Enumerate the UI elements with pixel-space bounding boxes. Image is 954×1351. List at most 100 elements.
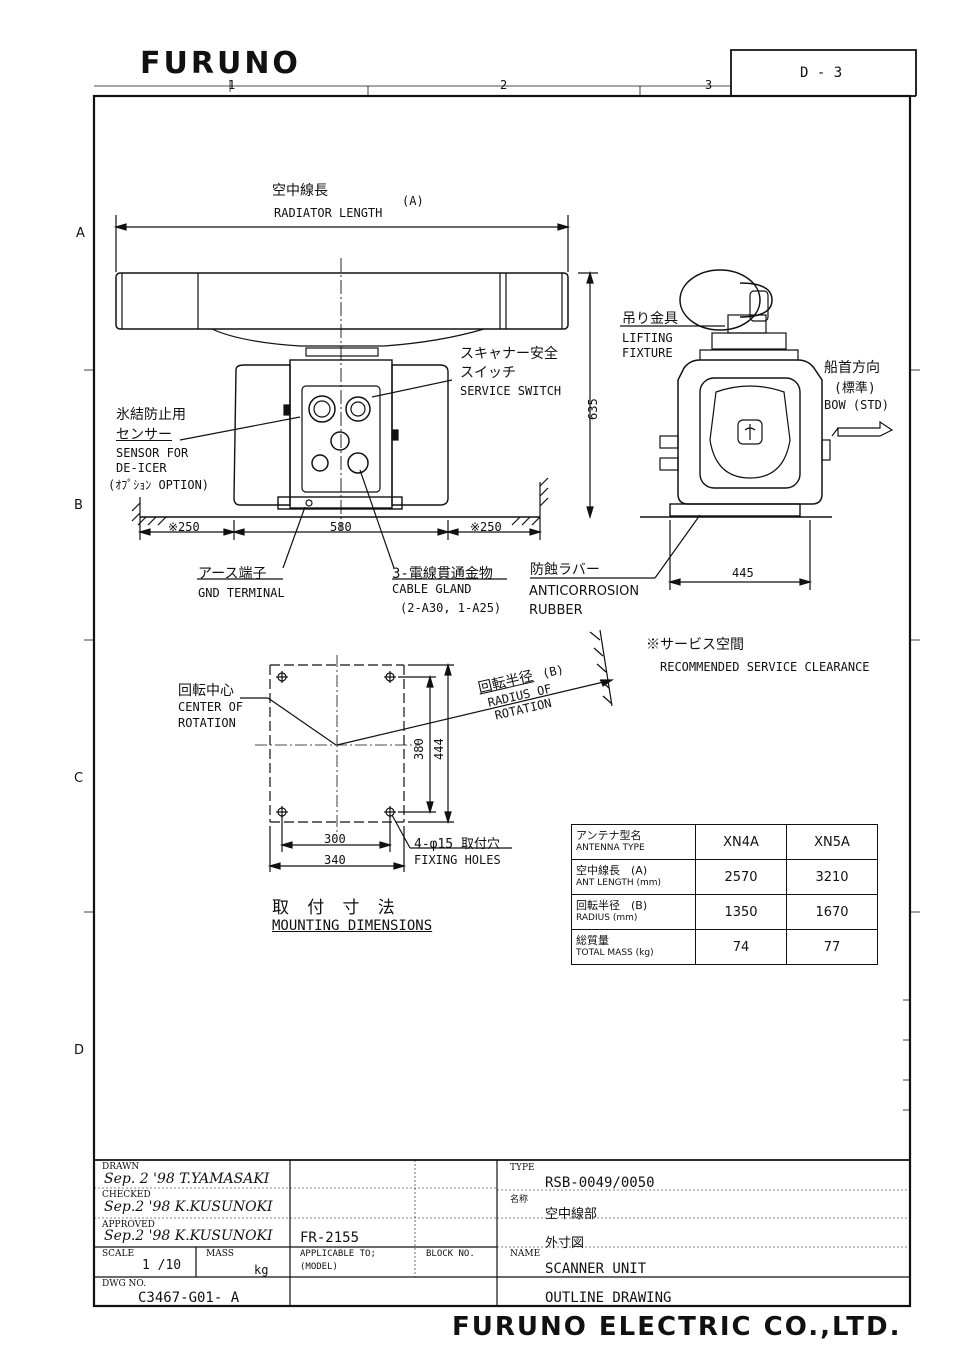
table-cell: 1670 <box>786 894 878 930</box>
type-label: TYPE <box>510 1163 535 1173</box>
row-unit: (kg) <box>635 948 654 958</box>
type-value: RSB-0049/0050 <box>545 1175 655 1191</box>
row-label: 空中線長 (A) ANT LENGTH (mm) <box>571 859 696 895</box>
lifting-fixture-jp: 吊り金具 <box>622 311 678 327</box>
dim-380: 380 <box>412 738 426 760</box>
applicable-label2: (MODEL) <box>300 1262 338 1272</box>
table-row: 総質量 TOTAL MASS (kg) 74 77 <box>571 929 878 965</box>
service-switch-jp1: スキャナー安全 <box>460 346 558 362</box>
page-reference: D - 3 <box>800 65 843 81</box>
row-label-jp: 空中線長 (A) <box>576 864 648 877</box>
approved-signature: Sep.2 '98 K.KUSUNOKI <box>104 1228 273 1244</box>
grid-col-1: 1 <box>228 78 236 92</box>
bow-jp1: 船首方向 <box>824 360 880 376</box>
service-switch-jp2: スイッチ <box>460 365 516 381</box>
model-xn4a: XN4A <box>695 824 787 860</box>
name-jp1: 空中線部 <box>545 1207 598 1222</box>
grid-row-d: D <box>74 1043 85 1058</box>
scale-label: SCALE <box>102 1249 135 1259</box>
antenna-spec-table: アンテナ型名 ANTENNA TYPE XN4A XN5A 空中線長 (A) A… <box>571 824 878 965</box>
table-header-cell: アンテナ型名 ANTENNA TYPE <box>571 824 696 860</box>
row-label: 回転半径 (B) RADIUS (mm) <box>571 894 696 930</box>
table-cell: 2570 <box>695 859 787 895</box>
center-rotation-en2: ROTATION <box>178 716 236 730</box>
lifting-fixture-en2: FIXTURE <box>622 346 673 360</box>
dim-300: 300 <box>324 832 346 846</box>
table-row: 回転半径 (B) RADIUS (mm) 1350 1670 <box>571 894 878 930</box>
center-rotation-en1: CENTER OF <box>178 700 244 714</box>
name-jp2: 外寸図 <box>545 1236 585 1251</box>
deicer-en2: DE-ICER <box>116 461 167 475</box>
center-rotation-jp: 回転中心 <box>178 683 234 699</box>
gnd-terminal-jp: アース端子 <box>198 566 267 582</box>
checked-label: CHECKED <box>102 1190 151 1200</box>
width-dimension: 580 <box>330 520 352 534</box>
block-no-label: BLOCK NO. <box>426 1249 475 1259</box>
anticorrosion-en1: ANTICORROSION <box>529 584 640 599</box>
checked-signature: Sep.2 '98 K.KUSUNOKI <box>104 1199 273 1215</box>
table-header-row: アンテナ型名 ANTENNA TYPE XN4A XN5A <box>571 824 878 860</box>
clearance-right-dim: ※250 <box>470 520 502 534</box>
scale-value: 1 /10 <box>142 1258 182 1273</box>
furuno-logo: FURUNO <box>140 46 301 81</box>
dim-340: 340 <box>324 853 346 867</box>
name-jp-label: 名称 <box>510 1195 529 1205</box>
company-name: FURUNO ELECTRIC CO.,LTD. <box>452 1312 902 1342</box>
name-label: NAME <box>510 1249 541 1259</box>
service-switch-label: SERVICE SWITCH <box>460 384 562 398</box>
drawing-frame <box>92 94 912 1308</box>
clearance-left-dim: ※250 <box>168 520 200 534</box>
approved-label: APPROVED <box>102 1220 155 1230</box>
table-row: 空中線長 (A) ANT LENGTH (mm) 2570 3210 <box>571 859 878 895</box>
side-width-dim: 445 <box>732 566 754 580</box>
table-cell: 1350 <box>695 894 787 930</box>
model-xn5a: XN5A <box>786 824 878 860</box>
mass-label: MASS <box>206 1249 234 1259</box>
cable-gland-label: CABLE GLAND <box>392 582 472 596</box>
cable-gland-jp: 3-電線貫通金物 <box>392 566 493 582</box>
mounting-title-label: MOUNTING DIMENSIONS <box>272 918 433 934</box>
mounting-title-jp: 取 付 寸 法 <box>272 898 399 918</box>
drawn-signature: Sep. 2 '98 T.YAMASAKI <box>104 1171 270 1187</box>
row-unit: (mm) <box>612 913 638 923</box>
radiator-length-ref: (A) <box>402 194 424 208</box>
fixing-holes-label: FIXING HOLES <box>414 853 501 867</box>
radius-ref: (B) <box>540 662 566 681</box>
cable-gland-spec: (2-A30, 1-A25) <box>400 601 502 615</box>
service-clearance-label: RECOMMENDED SERVICE CLEARANCE <box>660 660 870 674</box>
dwg-no-label: DWG NO. <box>102 1279 147 1289</box>
name-en2: OUTLINE DRAWING <box>545 1290 672 1306</box>
row-label-en: RADIUS <box>576 913 610 923</box>
dwg-no-value: C3467-G01- A <box>138 1290 240 1306</box>
gnd-terminal-label: GND TERMINAL <box>198 586 285 600</box>
name-en1: SCANNER UNIT <box>545 1261 647 1277</box>
row-label-jp: 回転半径 (B) <box>576 899 648 912</box>
drawn-label: DRAWN <box>102 1162 140 1172</box>
table-cell: 74 <box>695 929 787 965</box>
anticorrosion-jp: 防蝕ラバー <box>530 562 600 578</box>
fixing-holes-jp: 4-φ15 取付穴 <box>414 837 500 852</box>
lifting-fixture-en1: LIFTING <box>622 331 673 345</box>
table-cell: 3210 <box>786 859 878 895</box>
bow-jp2: (標準) <box>834 381 876 396</box>
bow-label: BOW (STD) <box>824 398 890 412</box>
radiator-length-label: RADIATOR LENGTH <box>274 206 383 220</box>
row-label-en: TOTAL MASS <box>576 948 633 958</box>
deicer-jp1: 氷結防止用 <box>116 407 186 423</box>
row-unit: (mm) <box>636 878 662 888</box>
service-clearance-jp: ※サービス空間 <box>646 637 744 653</box>
mass-unit: kg <box>254 1263 269 1277</box>
grid-col-3: 3 <box>705 78 713 92</box>
row-label: 総質量 TOTAL MASS (kg) <box>571 929 696 965</box>
height-dimension: 635 <box>586 398 600 420</box>
grid-col-2: 2 <box>500 78 508 92</box>
grid-row-a: A <box>76 226 85 241</box>
applicable-label1: APPLICABLE TO; <box>300 1249 376 1259</box>
radiator-length-jp: 空中線長 <box>272 183 328 199</box>
grid-row-b: B <box>74 498 83 513</box>
antenna-type-label: ANTENNA TYPE <box>576 843 645 853</box>
deicer-jp2: センサー <box>116 427 172 443</box>
deicer-en3: (ｵﾌﾟｼｮﾝ OPTION) <box>108 478 210 492</box>
deicer-en1: SENSOR FOR <box>116 446 189 460</box>
